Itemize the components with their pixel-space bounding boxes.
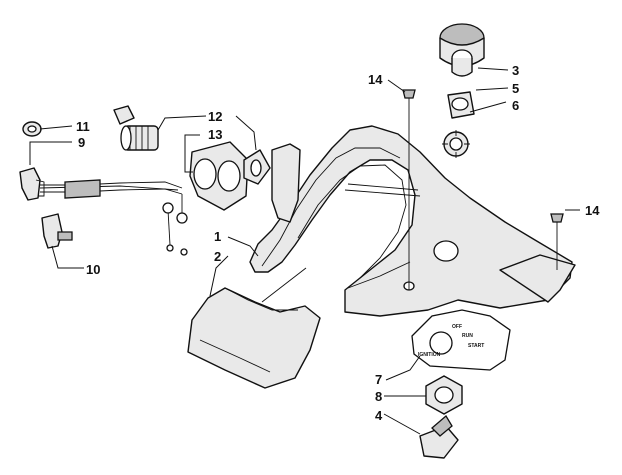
mount-plate-13 bbox=[189, 141, 249, 211]
callout-4: 4 bbox=[375, 408, 383, 423]
star-washer-6 bbox=[442, 130, 470, 158]
console-panel bbox=[249, 125, 576, 317]
switch-label-start: START bbox=[468, 343, 484, 349]
callout-2: 2 bbox=[214, 249, 221, 264]
switch-label-ignition: IGNITION bbox=[418, 352, 441, 358]
callout-8: 8 bbox=[375, 389, 382, 404]
accessory-plug-12 bbox=[113, 105, 159, 151]
ignition-key-4 bbox=[419, 415, 459, 459]
washer-11 bbox=[22, 121, 42, 137]
callout-13: 13 bbox=[208, 127, 222, 142]
callout-6: 6 bbox=[512, 98, 519, 113]
bolt-14-left bbox=[402, 89, 416, 290]
callout-14-left: 14 bbox=[368, 72, 383, 87]
connector-10 bbox=[41, 213, 73, 249]
callout-1: 1 bbox=[214, 229, 221, 244]
switch-label-off: OFF bbox=[452, 324, 462, 330]
ignition-nut-8 bbox=[425, 375, 463, 415]
wire-harness bbox=[19, 167, 188, 256]
callout-12: 12 bbox=[208, 109, 222, 124]
bezel-5 bbox=[447, 91, 475, 119]
nut-12 bbox=[243, 149, 271, 185]
callout-3: 3 bbox=[512, 63, 519, 78]
callout-9: 9 bbox=[78, 135, 85, 150]
knob-3 bbox=[439, 23, 485, 77]
lower-panel bbox=[187, 267, 321, 389]
switch-label-run: RUN bbox=[462, 333, 473, 339]
callout-7: 7 bbox=[375, 372, 382, 387]
callout-10: 10 bbox=[86, 262, 100, 277]
ignition-decal-7: OFF RUN START IGNITION bbox=[411, 309, 511, 371]
leader-lines bbox=[29, 67, 580, 435]
callout-11: 11 bbox=[76, 119, 90, 134]
callout-14-right: 14 bbox=[585, 203, 600, 218]
bolt-14-right bbox=[550, 213, 564, 270]
callout-5: 5 bbox=[512, 81, 519, 96]
